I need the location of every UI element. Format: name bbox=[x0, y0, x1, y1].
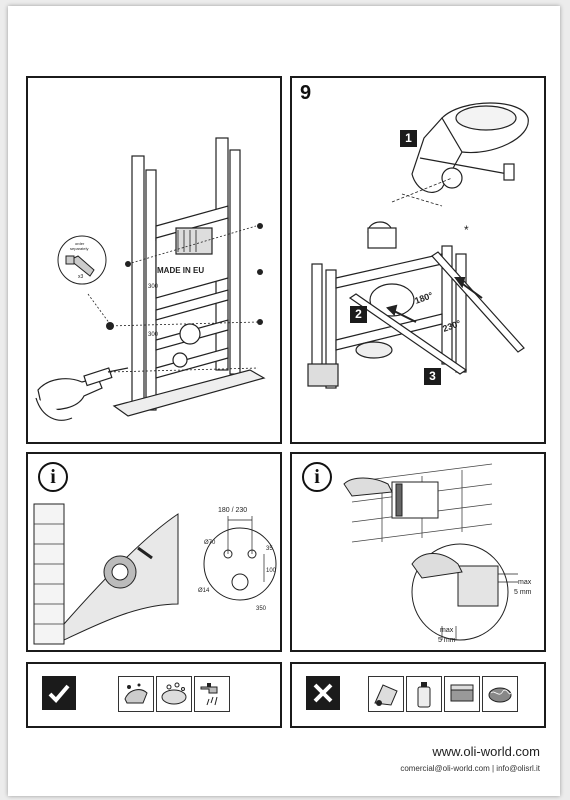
dimensions-illustration: 180 / 230 Ø70 Ø14 350 35 100 bbox=[33, 503, 277, 645]
dim-h100: 100 bbox=[266, 568, 277, 574]
contact-emails[interactable]: comercial@oli-world.com | info@olisrl.it bbox=[400, 764, 540, 773]
panel-info-dimensions: i bbox=[26, 452, 282, 652]
max-value-2: 5 mm bbox=[438, 637, 456, 644]
step-number: 9 bbox=[300, 82, 312, 104]
asterisk: * bbox=[464, 223, 469, 237]
height-mark-1: 300 bbox=[148, 284, 159, 290]
label-3: 3 bbox=[424, 368, 441, 385]
panel-allowed-cleaning bbox=[26, 662, 282, 728]
max-label-2: max bbox=[440, 627, 454, 634]
callout-qty: x3 bbox=[78, 274, 84, 280]
frame-mounting-illustration: MADE IN EU 300 300 order separately x3 bbox=[35, 137, 266, 421]
callout-line1: order bbox=[75, 241, 85, 246]
abrasive-icon bbox=[368, 676, 404, 712]
bowl-mounting-illustration: * 180° 230° bbox=[307, 102, 529, 389]
info-icon: i bbox=[38, 462, 68, 492]
panel-frame-mounting: MADE IN EU 300 300 order separately x3 bbox=[26, 76, 282, 444]
cloth-icon bbox=[118, 676, 154, 712]
angle-180: 180° bbox=[413, 290, 434, 306]
dim-h35: 35 bbox=[266, 546, 273, 552]
dim-d70: Ø70 bbox=[204, 540, 216, 546]
sponge-icon bbox=[156, 676, 192, 712]
label-2: 2 bbox=[350, 306, 367, 323]
height-mark-2: 300 bbox=[148, 332, 159, 338]
scouring-pad-icon bbox=[444, 676, 480, 712]
brand-text: MADE IN EU bbox=[157, 266, 204, 275]
cross-icon bbox=[306, 676, 340, 710]
panel-forbidden-cleaning bbox=[290, 662, 546, 728]
website-link[interactable]: www.oli-world.com bbox=[432, 744, 540, 759]
detergent-bottle-icon bbox=[406, 676, 442, 712]
check-icon bbox=[42, 676, 76, 710]
label-1: 1 bbox=[400, 130, 417, 147]
info-icon: i bbox=[302, 462, 332, 492]
dim-d14: Ø14 bbox=[198, 588, 210, 594]
dim-d350: 350 bbox=[256, 606, 267, 612]
panel-step-9: 9 bbox=[290, 76, 546, 444]
max-value-1: 5 mm bbox=[514, 589, 532, 596]
instruction-page: MADE IN EU 300 300 order separately x3 9 bbox=[8, 6, 560, 796]
water-tap-icon bbox=[194, 676, 230, 712]
steel-wool-icon bbox=[482, 676, 518, 712]
tolerance-illustration: max 5 mm max 5 mm bbox=[343, 463, 532, 644]
panel-info-tolerance: i max 5 mm bbox=[290, 452, 546, 652]
max-label-1: max bbox=[518, 579, 532, 586]
callout-line2: separately bbox=[70, 246, 88, 251]
dim-spacing: 180 / 230 bbox=[218, 507, 247, 514]
